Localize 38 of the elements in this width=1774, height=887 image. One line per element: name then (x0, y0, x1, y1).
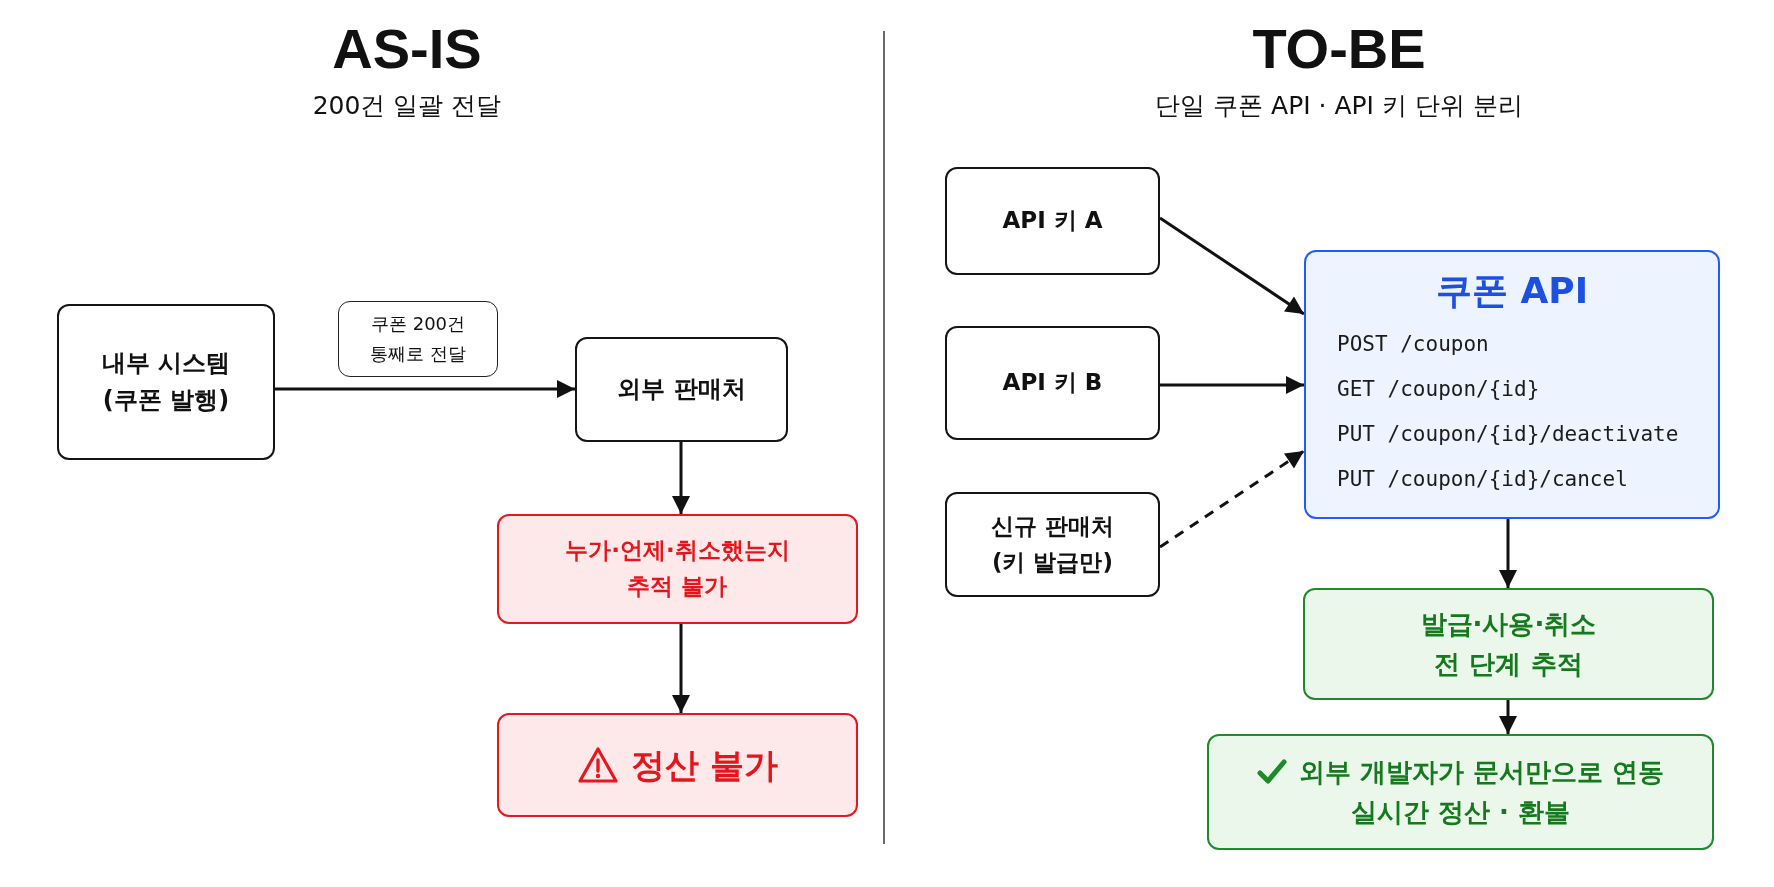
process-box (575, 337, 788, 442)
panel-heading: 쿠폰 API (1435, 269, 1589, 313)
section-subtitle: 단일 쿠폰 API · API 키 단위 분리 (1155, 89, 1523, 122)
box-label: 신규 판매처 (키 발급만) (991, 511, 1114, 577)
box-label: 외부 개발자가 문서만으로 연동 (1298, 755, 1665, 789)
edge-label: 쿠폰 200건 통째로 전달 (338, 301, 498, 377)
arrow (672, 624, 690, 713)
box-label: 누가·언제·취소했는지 추적 불가 (565, 536, 790, 601)
arrow (1499, 519, 1517, 588)
section-title: TO-BE (1252, 15, 1426, 81)
box-label: 정산 불가 (630, 743, 779, 787)
box-label: API 키 B (1002, 368, 1103, 398)
process-box (945, 167, 1160, 275)
box-label: 외부 판매처 (617, 373, 746, 405)
process-box (57, 304, 275, 460)
arrow (1499, 700, 1517, 734)
endpoint-text: GET /coupon/{id} (1337, 376, 1540, 403)
arrow (275, 380, 575, 398)
section-title: AS-IS (332, 15, 482, 81)
box-label: 발급·사용·취소 전 단계 추적 (1420, 607, 1597, 681)
arrow (672, 442, 690, 514)
dashed-arrow (1159, 449, 1305, 549)
section-subtitle: 200건 일괄 전달 (312, 89, 502, 122)
endpoint-text: POST /coupon (1337, 331, 1489, 358)
arrow (1160, 376, 1304, 394)
process-box (945, 326, 1160, 440)
arrow (1159, 216, 1305, 316)
box-label: API 키 A (1002, 206, 1103, 236)
process-box (945, 492, 1160, 597)
box-label: 내부 시스템 (쿠폰 발행) (101, 347, 231, 416)
error-box (497, 713, 858, 817)
result-box (1207, 734, 1714, 850)
endpoint-text: PUT /coupon/{id}/deactivate (1337, 421, 1679, 448)
endpoint-text: PUT /coupon/{id}/cancel (1337, 466, 1628, 493)
error-box (497, 514, 858, 624)
result-box (1303, 588, 1714, 700)
box-label: 실시간 정산 · 환불 (1350, 796, 1570, 829)
api-panel (1304, 250, 1720, 519)
